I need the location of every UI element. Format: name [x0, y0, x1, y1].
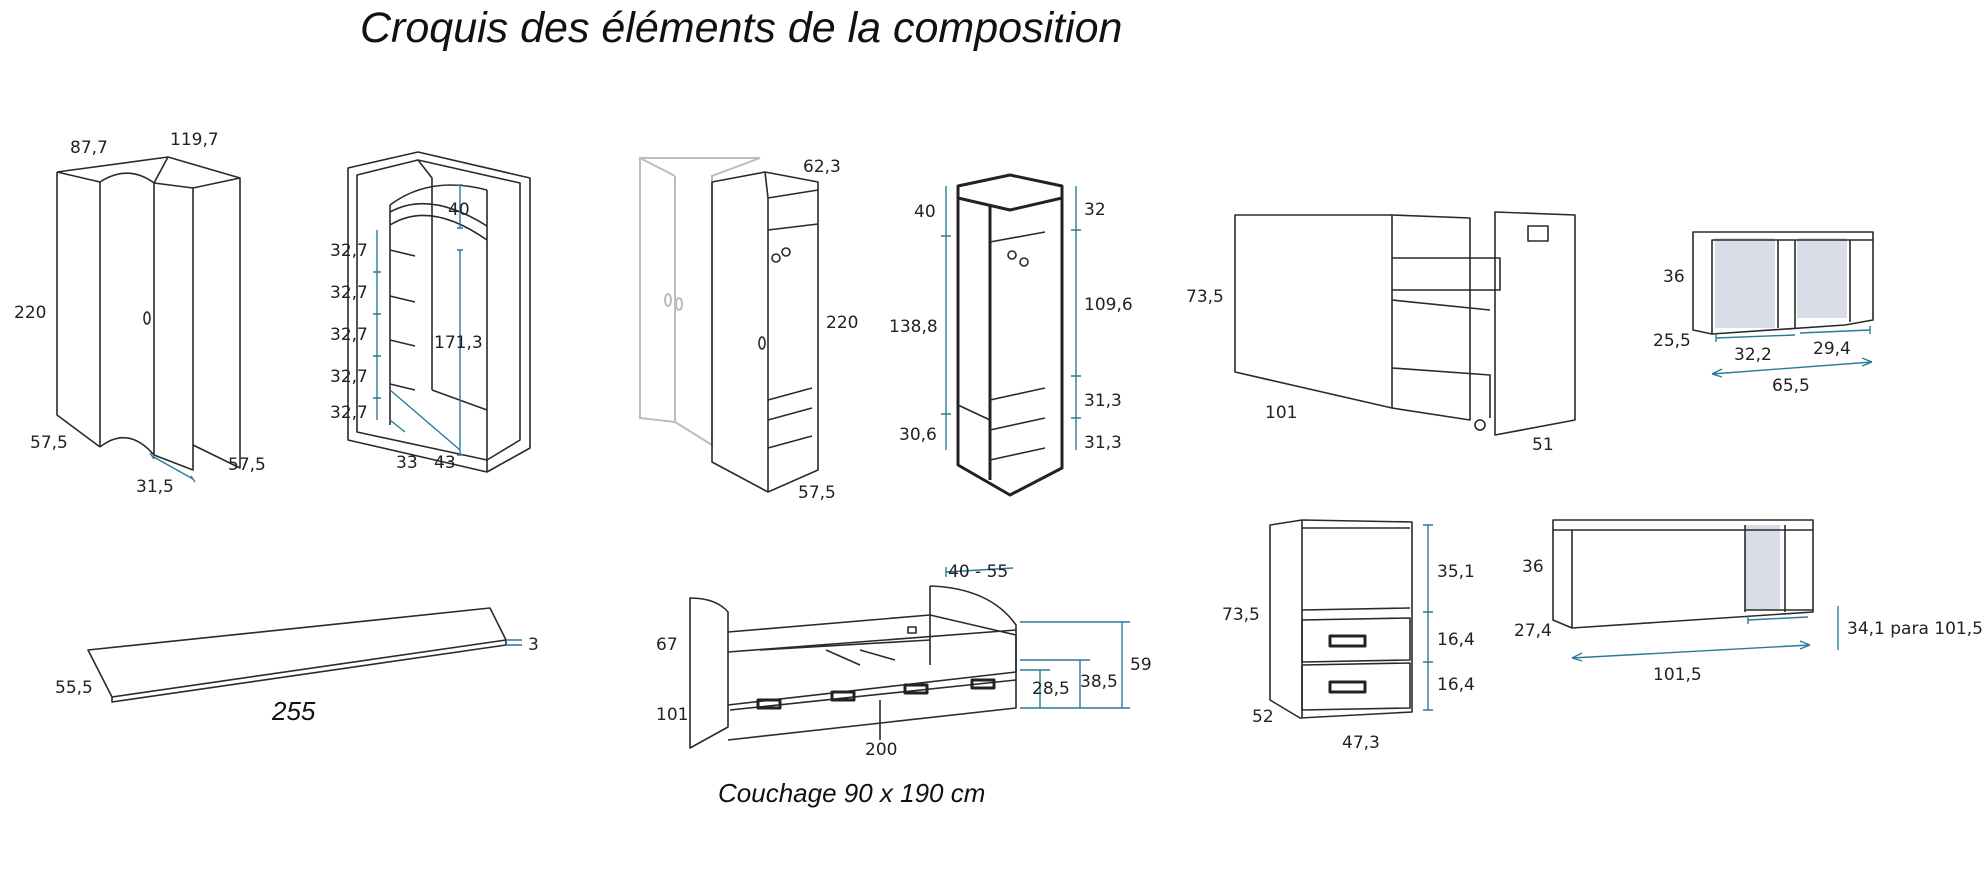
dim-left-top: 40: [914, 202, 936, 222]
dim-right-top: 32: [1084, 200, 1106, 220]
dim-w1: 32,2: [1734, 345, 1772, 365]
dim-depth: 25,5: [1653, 331, 1691, 351]
dim-shelf-1: 32,7: [330, 241, 368, 261]
column-wardrobe: 62,3 220 57,5: [639, 157, 858, 503]
page-title: Croquis des éléments de la composition: [360, 4, 1122, 52]
dim-right-s2: 31,3: [1084, 433, 1122, 453]
dim-side-left: 57,5: [30, 433, 68, 453]
dim-shelf-3: 32,7: [330, 325, 368, 345]
bedside-unit: 73,5 52 47,3 35,1 16,4 16,4: [1222, 519, 1475, 753]
dim-width: 119,7: [170, 130, 219, 150]
dim-head: 67: [656, 635, 678, 655]
dim-shelf-2: 32,7: [330, 283, 368, 303]
dim-h2: 38,5: [1080, 672, 1118, 692]
dim-drawer-2: 16,4: [1437, 675, 1475, 695]
dim-depth: 62,3: [803, 157, 841, 177]
dim-depth: 27,4: [1514, 621, 1552, 641]
dim-depth: 52: [1252, 707, 1274, 727]
dim-open: 35,1: [1437, 562, 1475, 582]
dim-side-right: 57,5: [228, 455, 266, 475]
dim-width: 47,3: [1342, 733, 1380, 753]
dim-w2: 29,4: [1813, 339, 1851, 359]
dim-right-mid: 109,6: [1084, 295, 1133, 315]
dim-curve: 31,5: [136, 477, 174, 497]
dim-height: 73,5: [1186, 287, 1224, 307]
dim-d1: 33: [396, 453, 418, 473]
dim-height: 220: [14, 303, 46, 323]
dim-shelf-4: 32,7: [330, 367, 368, 387]
dim-left-mid: 138,8: [889, 317, 938, 337]
dim-depth: 87,7: [70, 138, 108, 158]
dim-height: 220: [826, 313, 858, 333]
dim-thickness: 3: [528, 635, 539, 655]
dim-drawer-1: 16,4: [1437, 630, 1475, 650]
plank: 55,5 3 255: [55, 607, 539, 726]
dim-width: 57,5: [798, 483, 836, 503]
dim-height: 73,5: [1222, 605, 1260, 625]
column-interior: 40 138,8 30,6 32 109,6 31,3 31,3: [889, 173, 1133, 497]
dim-height: 36: [1663, 267, 1685, 287]
dim-width: 101,5: [1653, 665, 1702, 685]
dim-side: 34,1 para 101,5: [1847, 619, 1982, 639]
dim-depth: 51: [1532, 435, 1554, 455]
open-shelf-top: 36 25,5 32,2 29,4 65,5: [1653, 231, 1874, 396]
corner-wardrobe-interior: 32,7 32,7 32,7 32,7 32,7 40 171,3 33 43: [330, 151, 531, 473]
bed-caption: Couchage 90 x 190 cm: [718, 778, 985, 808]
desk-unit: 73,5 101 51: [1186, 211, 1576, 455]
dim-length: 200: [865, 740, 897, 760]
dim-left-bot: 30,6: [899, 425, 937, 445]
dim-depth: 55,5: [55, 678, 93, 698]
dim-hang: 171,3: [434, 333, 483, 353]
dim-right-s1: 31,3: [1084, 391, 1122, 411]
dim-top: 40: [448, 200, 470, 220]
dim-gap: 40 - 55: [948, 562, 1008, 582]
dim-shelf-5: 32,7: [330, 403, 368, 423]
dim-height: 36: [1522, 557, 1544, 577]
bed: 40 - 55 67 101 200 28,5 38,5 59 Couchage…: [656, 562, 1152, 808]
dim-d2: 43: [434, 453, 456, 473]
corner-wardrobe: 87,7 119,7 220 57,5 57,5 31,5: [14, 130, 266, 497]
dim-total: 65,5: [1772, 376, 1810, 396]
dim-depth: 101: [656, 705, 688, 725]
plank-length: 255: [271, 696, 316, 726]
open-shelf-bottom: 36 27,4 34,1 para 101,5 101,5: [1514, 519, 1982, 685]
dim-h3: 59: [1130, 655, 1152, 675]
dim-width: 101: [1265, 403, 1297, 423]
dim-h1: 28,5: [1032, 679, 1070, 699]
